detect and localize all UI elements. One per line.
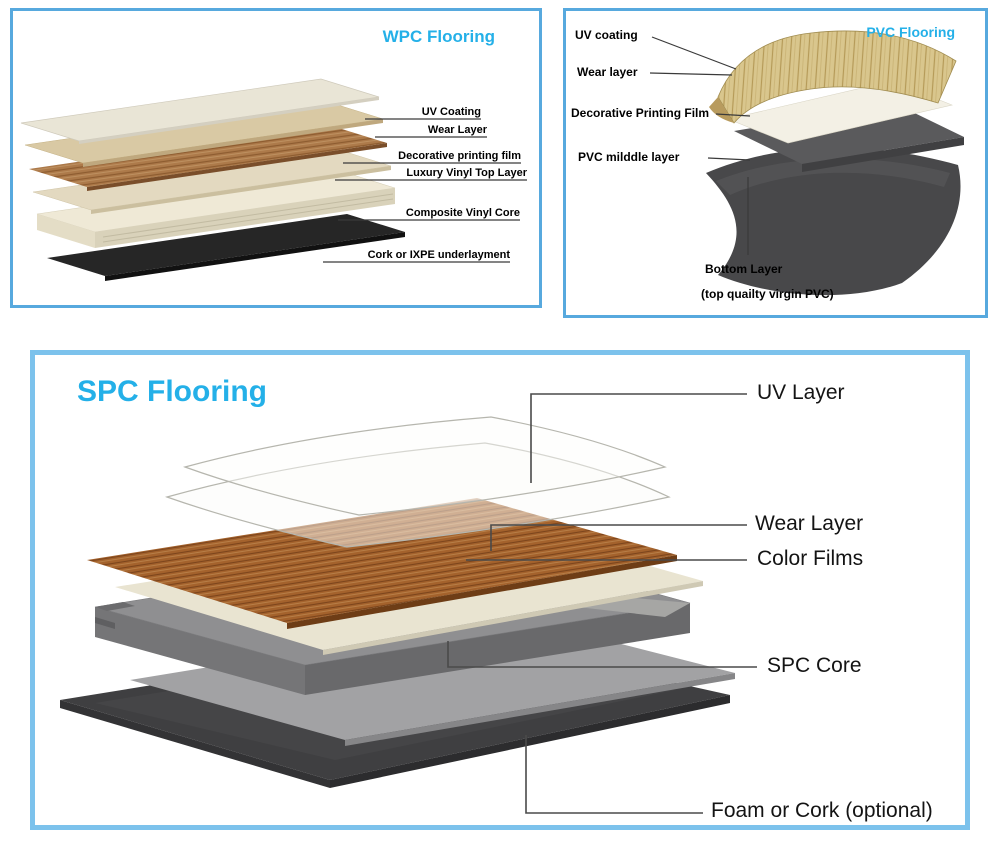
pvc-layers-diagram: [649, 30, 964, 296]
pvc-title: PVC Flooring: [866, 24, 955, 40]
spc-label-spc-core: SPC Core: [767, 654, 862, 677]
wpc-layer-uv-coating: [20, 78, 380, 144]
spc-label-color-films: Color Films: [757, 547, 864, 570]
wpc-label-decorative-film: Decorative printing film: [398, 150, 521, 162]
spc-callout-lines: [447, 393, 757, 814]
wpc-layer-decorative-film: [29, 125, 387, 191]
spc-layer-wear: [165, 442, 671, 548]
wpc-layer-composite-core: [36, 169, 396, 248]
wpc-title: WPC Flooring: [382, 27, 495, 46]
spc-layers-diagram: [60, 393, 757, 814]
spc-label-foam-cork: Foam or Cork (optional): [711, 799, 933, 822]
wpc-label-wear-layer: Wear Layer: [427, 124, 487, 136]
pvc-callout-lines: [649, 36, 751, 255]
wpc-flooring-panel: WPC Flooring UV Coating Wear Layer Decor…: [10, 8, 542, 308]
pvc-label-wear-layer: Wear layer: [577, 65, 638, 79]
spc-layer-color-film: [87, 498, 677, 629]
pvc-label-bottom-layer: Bottom Layer: [705, 262, 783, 276]
pvc-label-bottom-layer-note: (top quailty virgin PVC): [701, 287, 834, 301]
pvc-label-printing-film: Decorative Printing Film: [571, 106, 710, 120]
wpc-label-uv-coating: UV Coating: [421, 106, 481, 118]
spc-title: SPC Flooring: [77, 375, 267, 408]
wpc-callout-lines: [323, 118, 527, 263]
pvc-flooring-panel: PVC Flooring UV coating Wear layer Decor…: [563, 8, 988, 318]
spc-label-uv-layer: UV Layer: [757, 381, 845, 404]
wpc-layers-diagram: [20, 78, 527, 281]
wpc-label-luxury-vinyl: Luxury Vinyl Top Layer: [406, 167, 527, 179]
wpc-label-composite-core: Composite Vinyl Core: [405, 207, 520, 219]
pvc-layer-middle: [734, 104, 964, 172]
spc-layer-uv: [183, 416, 667, 516]
wpc-layer-cork-underlayment: [47, 214, 405, 281]
wpc-label-cork-underlayment: Cork or IXPE underlayment: [367, 249, 510, 261]
pvc-layer-printing-film: [727, 80, 953, 144]
spc-label-wear-layer: Wear Layer: [755, 512, 864, 535]
pvc-label-uv-coating: UV coating: [575, 28, 638, 42]
pvc-layer-bottom: [706, 147, 961, 296]
pvc-label-middle-layer: PVC milddle layer: [578, 150, 680, 164]
pvc-layer-wood-top: [709, 30, 957, 124]
spc-flooring-panel: SPC Flooring UV Layer Wear Layer Color F…: [30, 350, 970, 830]
